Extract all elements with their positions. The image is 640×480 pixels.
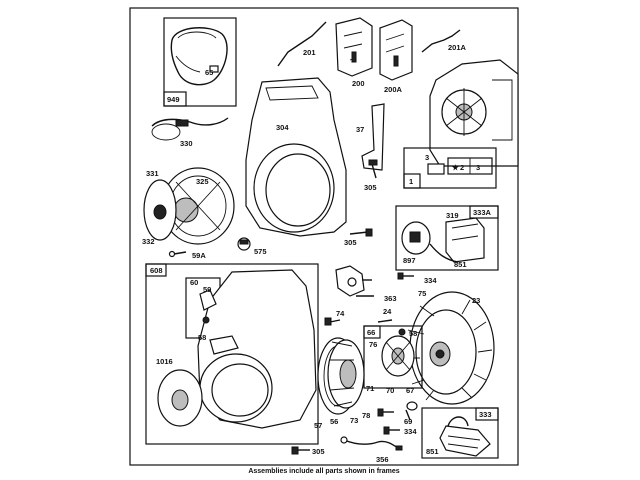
frame-333A-ignition-module (395, 205, 499, 271)
part-331-screen-retainer (143, 179, 177, 241)
label-star-2: ★ (452, 163, 460, 172)
label-37: 37 (356, 125, 364, 134)
label-69: 69 (404, 417, 412, 426)
label-200A: 200A (384, 85, 403, 94)
part-37-strap (361, 103, 385, 171)
label-608: 608 (150, 266, 163, 275)
label-1016: 1016 (156, 357, 173, 366)
part-334-clip-a (335, 265, 372, 297)
label-851-b: 851 (426, 447, 439, 456)
label-201A: 201A (448, 43, 467, 52)
part-305-screw-a (368, 159, 378, 179)
part-334-screw-b (383, 426, 400, 435)
part-engine-block (429, 59, 519, 167)
label-356: 356 (376, 455, 389, 464)
label-73: 73 (350, 416, 358, 425)
part-201A-link (421, 29, 461, 53)
label-24: 24 (383, 307, 392, 316)
frame-1-short-block (403, 147, 497, 189)
label-201: 201 (303, 48, 316, 57)
label-75: 75 (418, 289, 426, 298)
part-201-link (277, 21, 327, 67)
label-200: 200 (352, 79, 365, 88)
part-305-screw-c (291, 446, 310, 455)
frame-333-armature (421, 407, 499, 459)
label-331: 331 (146, 169, 159, 178)
label-66: 66 (367, 328, 375, 337)
label-319: 319 (446, 211, 459, 220)
label-333A: 333A (473, 208, 492, 217)
label-305-b: 305 (344, 238, 357, 247)
frame-66-starter-clutch (363, 325, 423, 389)
label-70: 70 (386, 386, 394, 395)
part-74-screw (324, 317, 341, 326)
label-897: 897 (403, 256, 416, 265)
part-200A-bracket (379, 19, 413, 81)
part-330-cable (151, 117, 229, 141)
label-57: 57 (314, 421, 322, 430)
label-949: 949 (167, 95, 180, 104)
label-56: 56 (330, 417, 338, 426)
label-334-a: 334 (424, 276, 437, 285)
label-67: 67 (406, 386, 414, 395)
part-23-flywheel (406, 291, 495, 405)
part-305-screw-b (349, 228, 373, 237)
label-60: 60 (190, 278, 198, 287)
part-56-starter-pulley (317, 337, 365, 415)
label-59: 59 (203, 285, 211, 294)
label-1: 1 (409, 177, 413, 186)
label-59A: 59A (192, 251, 206, 260)
part-59A-pin (168, 250, 187, 258)
part-69-washer (405, 401, 418, 421)
part-78-screw (377, 408, 394, 417)
label-325: 325 (196, 177, 209, 186)
label-305-c: 305 (312, 447, 325, 456)
label-58-b: 58 (409, 329, 417, 338)
part-200-bracket (335, 17, 373, 77)
part-334-screw-a (397, 272, 414, 280)
label-3-left: 3 (425, 153, 429, 162)
label-2: 2 (460, 163, 464, 172)
label-74: 74 (336, 309, 345, 318)
label-71: 71 (366, 384, 374, 393)
part-1016-cover-disc (157, 369, 203, 427)
label-330: 330 (180, 139, 193, 148)
label-334-b: 334 (404, 427, 417, 436)
part-575-knob (237, 237, 251, 251)
label-65: 65 (205, 68, 213, 77)
label-305-a: 305 (364, 183, 377, 192)
label-23: 23 (472, 296, 480, 305)
label-78: 78 (362, 411, 370, 420)
label-851-a: 851 (454, 260, 467, 269)
part-356-ground-wire (340, 436, 403, 451)
part-24-bolt (377, 319, 393, 323)
label-363: 363 (384, 294, 397, 303)
part-949-wire-harness (163, 17, 237, 107)
outer-frame (129, 7, 519, 466)
label-304: 304 (276, 123, 289, 132)
part-304-blower-housing (245, 77, 347, 237)
label-575: 575 (254, 247, 267, 256)
label-3-right: 3 (476, 163, 480, 172)
frame-608-blower-housing-assembly (145, 263, 319, 445)
label-76: 76 (369, 340, 377, 349)
label-58-a: 58 (198, 333, 206, 342)
assemblies-caption: Assemblies include all parts shown in fr… (248, 468, 399, 475)
label-332: 332 (142, 237, 155, 246)
label-333: 333 (479, 410, 492, 419)
